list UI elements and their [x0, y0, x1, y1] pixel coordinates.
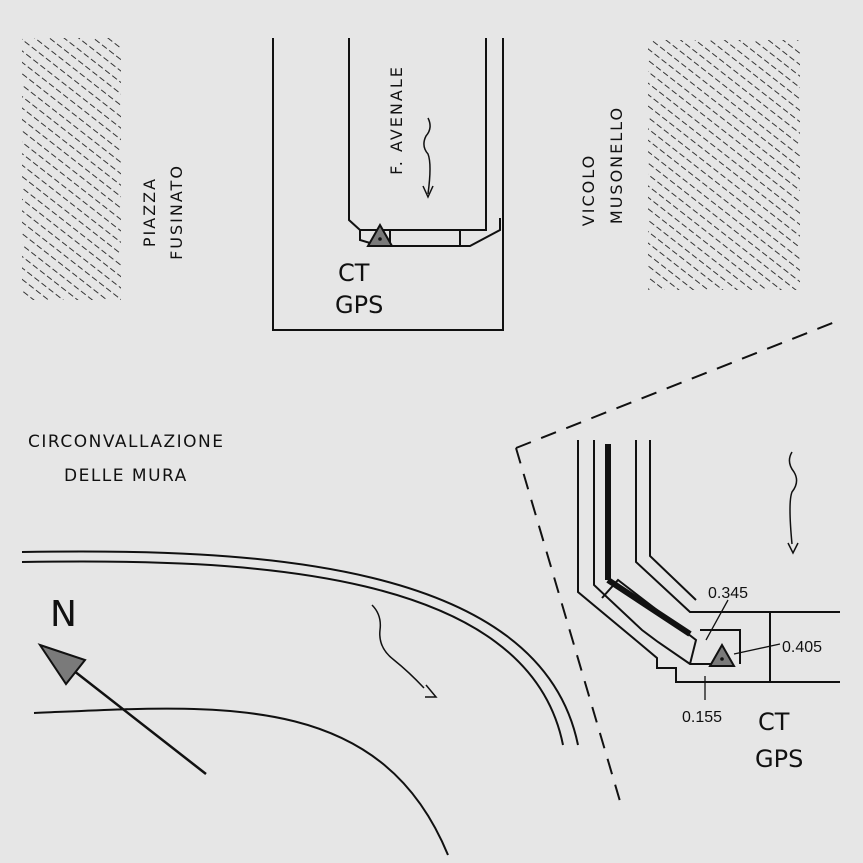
label-fusinato: FUSINATO [167, 164, 186, 260]
label-delle-mura: DELLE MURA [64, 466, 188, 486]
flow-arrow-road [371, 604, 438, 698]
flow-arrow-top [422, 117, 434, 199]
north-arrow-line [59, 659, 207, 775]
ct-gps-marker-top [366, 222, 394, 247]
marker-dot-detail [720, 657, 724, 661]
label-gps-top: GPS [335, 291, 383, 319]
label-piazza: PIAZZA [140, 177, 159, 247]
ct-gps-marker-detail [708, 642, 736, 667]
dimension-0345: 0.345 [708, 585, 748, 602]
channel-top [272, 38, 504, 331]
dimension-0405: 0.405 [782, 639, 822, 656]
marker-dot-top [378, 237, 382, 241]
dimension-leaders [704, 599, 781, 700]
label-favenale: F. AVENALE [387, 65, 406, 175]
north-arrow-head [37, 643, 87, 686]
building-block-right [648, 40, 800, 290]
dashed-boundary [515, 321, 836, 809]
label-gps-detail: GPS [755, 745, 803, 773]
label-ct-top: CT [338, 259, 370, 287]
label-musonello: MUSONELLO [607, 106, 626, 224]
building-block-left [22, 38, 121, 300]
wall-thick-line-diag [606, 577, 692, 637]
dimension-0155: 0.155 [682, 709, 722, 726]
label-ct-detail: CT [758, 708, 790, 736]
flow-arrow-detail [787, 451, 799, 555]
label-north: N [50, 594, 77, 635]
label-circonvallazione: CIRCONVALLAZIONE [28, 432, 224, 452]
road-curve [21, 550, 579, 856]
label-vicolo: VICOLO [579, 154, 598, 226]
